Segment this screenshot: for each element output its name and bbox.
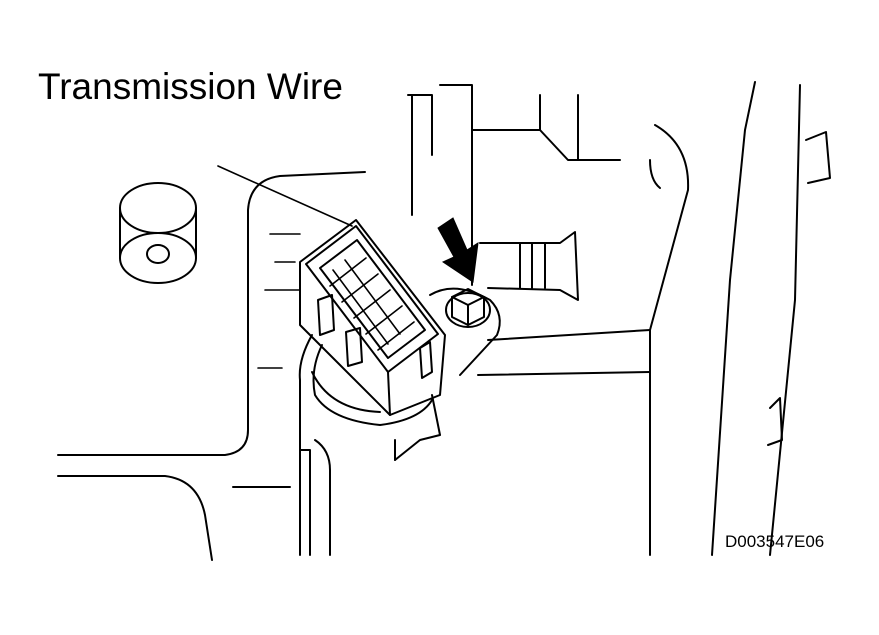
arrow-icon: [437, 217, 479, 283]
mounting-bolt: [429, 287, 501, 376]
upper-bracket: [407, 84, 621, 286]
transmission-wire-label: Transmission Wire: [38, 66, 343, 107]
connector: [299, 219, 446, 416]
side-sleeve: [477, 231, 651, 376]
hatch-lines: [257, 233, 301, 369]
right-frame: [649, 81, 831, 556]
sensor-body: [298, 334, 441, 556]
transmission-case: [57, 171, 366, 561]
case-boss: [119, 182, 197, 284]
figure-code: D003547E06: [725, 532, 825, 551]
leader-line: [217, 165, 353, 227]
